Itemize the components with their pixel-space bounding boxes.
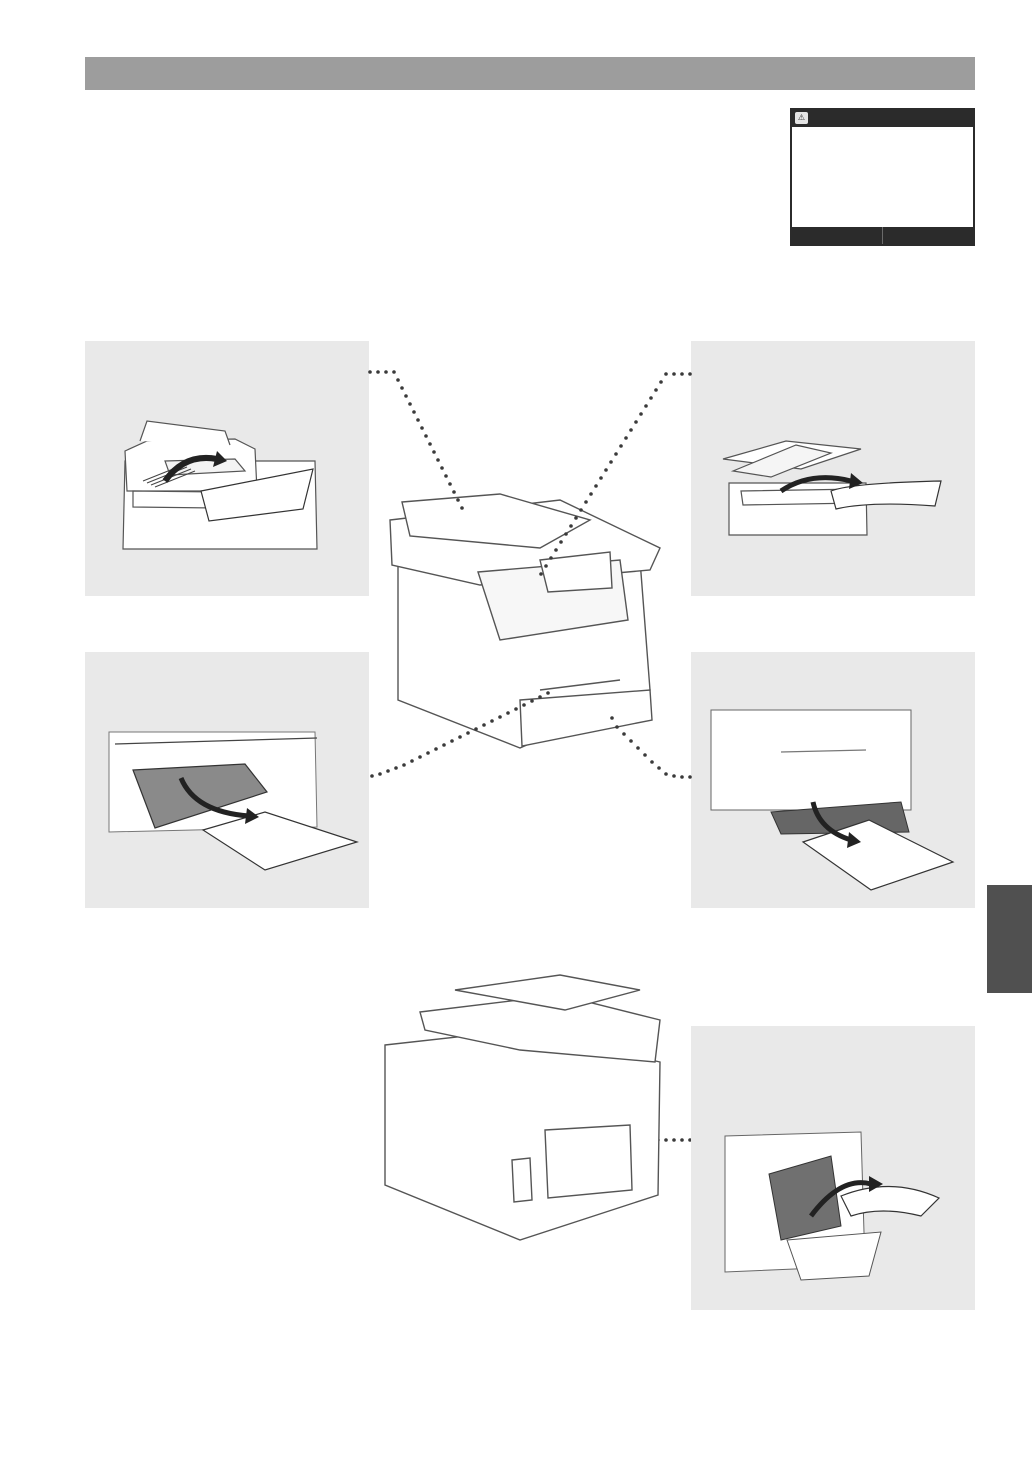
rear-cover-jam-illustration [691,1026,975,1310]
printer-rear-view [385,975,660,1240]
rear-cover-jam-panel [691,1026,975,1310]
chapter-index-tab [987,885,1032,993]
